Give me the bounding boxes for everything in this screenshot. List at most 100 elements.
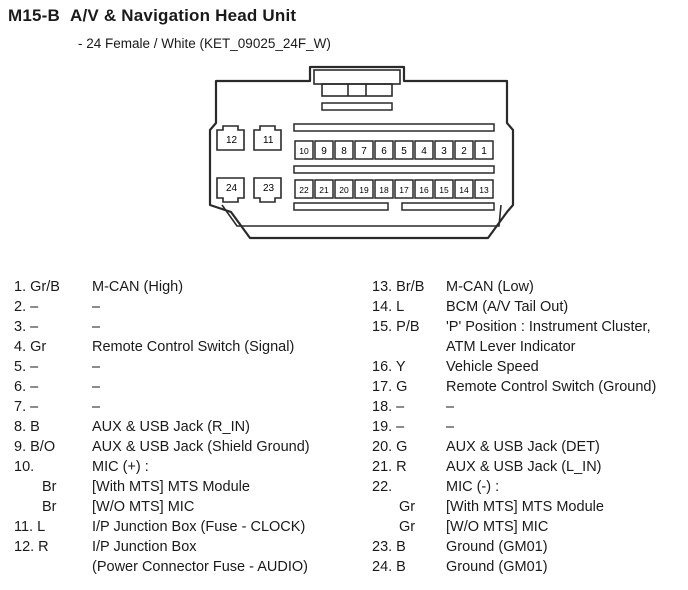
pin-description: Ground (GM01) bbox=[446, 539, 548, 555]
terminal-label: 7 bbox=[361, 146, 367, 157]
terminal-4: 4 bbox=[414, 140, 434, 160]
cavity-12: 12 bbox=[216, 125, 245, 151]
pin-row: 24. B Ground (GM01) bbox=[372, 557, 684, 577]
cavity-label: 24 bbox=[226, 183, 238, 194]
pin-description: (Power Connector Fuse - AUDIO) bbox=[92, 559, 308, 575]
pin-row: 5. –– bbox=[14, 357, 364, 377]
pin-description: M-CAN (Low) bbox=[446, 279, 534, 295]
pin-row: Br [W/O MTS] MIC bbox=[14, 497, 364, 517]
pin-row: 23. B Ground (GM01) bbox=[372, 537, 684, 557]
pin-number: 19. – bbox=[372, 419, 405, 435]
pin-row: Gr [With MTS] MTS Module bbox=[372, 497, 684, 517]
wire-color: Gr bbox=[399, 499, 416, 515]
terminal-label: 6 bbox=[381, 146, 387, 157]
pin-row: 10.MIC (+) : bbox=[14, 457, 364, 477]
guide-slot bbox=[293, 202, 389, 211]
guide-slot bbox=[293, 165, 495, 174]
pin-number: 11. L bbox=[14, 519, 46, 535]
pin-number: 14. L bbox=[372, 299, 405, 315]
terminal-label: 21 bbox=[319, 185, 329, 195]
pin-number: 13. Br/B bbox=[372, 279, 425, 295]
pin-row: Gr[W/O MTS] MIC bbox=[372, 517, 684, 537]
pin-description: – bbox=[446, 419, 455, 435]
pin-number: 15. P/B bbox=[372, 319, 420, 335]
terminal-13: 13 bbox=[474, 179, 494, 199]
terminal-16: 16 bbox=[414, 179, 434, 199]
pin-row: Br [With MTS] MTS Module bbox=[14, 477, 364, 497]
terminal-label: 3 bbox=[441, 146, 447, 157]
guide-slot bbox=[293, 123, 495, 132]
pin-description: MIC (+) : bbox=[92, 459, 149, 475]
pin-description: [W/O MTS] MIC bbox=[446, 519, 549, 535]
cavity-23: 23 bbox=[253, 177, 282, 203]
terminal-label: 9 bbox=[321, 146, 327, 157]
terminal-label: 13 bbox=[479, 185, 489, 195]
pin-row: 11. L I/P Junction Box (Fuse - CLOCK) bbox=[14, 517, 364, 537]
pin-row: (Power Connector Fuse - AUDIO) bbox=[14, 557, 364, 577]
lock-tab-inner bbox=[321, 83, 393, 97]
pin-number: 17. G bbox=[372, 379, 408, 395]
pin-number: 2. – bbox=[14, 299, 39, 315]
terminal-20: 20 bbox=[334, 179, 354, 199]
terminal-label: 8 bbox=[341, 146, 347, 157]
pin-description: – bbox=[92, 319, 101, 335]
pin-number: 9. B/O bbox=[14, 439, 56, 455]
wire-color: Br bbox=[42, 479, 57, 495]
pin-row: 19. – – bbox=[372, 417, 684, 437]
terminal-9: 9 bbox=[314, 140, 334, 160]
terminal-15: 15 bbox=[434, 179, 454, 199]
pin-description: ATM Lever Indicator bbox=[446, 339, 576, 355]
pin-description: [W/O MTS] MIC bbox=[92, 499, 195, 515]
pin-description: AUX & USB Jack (DET) bbox=[446, 439, 600, 455]
pin-number: 12. R bbox=[14, 539, 49, 555]
terminal-7: 7 bbox=[354, 140, 374, 160]
connector-code: M15-B bbox=[8, 6, 61, 25]
pin-row: 15. P/B 'P' Position : Instrument Cluster… bbox=[372, 317, 684, 337]
pin-row: 18. –– bbox=[372, 397, 684, 417]
wire-color: Br bbox=[42, 499, 57, 515]
pin-description: I/P Junction Box (Fuse - CLOCK) bbox=[92, 519, 306, 535]
terminal-label: 2 bbox=[461, 146, 467, 157]
pin-description: [With MTS] MTS Module bbox=[446, 499, 604, 515]
pin-description: – bbox=[446, 399, 455, 415]
pin-description: Ground (GM01) bbox=[446, 559, 548, 575]
terminal-1: 1 bbox=[474, 140, 494, 160]
pin-description: – bbox=[92, 359, 101, 375]
pin-row: 21. R AUX & USB Jack (L_IN) bbox=[372, 457, 684, 477]
pin-number: 24. B bbox=[372, 559, 406, 575]
pin-row: 2. –– bbox=[14, 297, 364, 317]
pin-row: 13. Br/B M-CAN (Low) bbox=[372, 277, 684, 297]
pin-description: – bbox=[92, 379, 101, 395]
pin-description: AUX & USB Jack (Shield Ground) bbox=[92, 439, 310, 455]
pin-number: 21. R bbox=[372, 459, 407, 475]
pin-number: 23. B bbox=[372, 539, 406, 555]
pin-row: 22.MIC (-) : bbox=[372, 477, 684, 497]
cavity-label: 12 bbox=[226, 135, 238, 146]
pin-row: 9. B/O AUX & USB Jack (Shield Ground) bbox=[14, 437, 364, 457]
pin-description: MIC (-) : bbox=[446, 479, 500, 495]
pin-description: Remote Control Switch (Signal) bbox=[92, 339, 295, 355]
terminal-label: 14 bbox=[459, 185, 469, 195]
terminal-3: 3 bbox=[434, 140, 454, 160]
pin-description: [With MTS] MTS Module bbox=[92, 479, 250, 495]
connector-spec: - 24 Female / White (KET_09025_24F_W) bbox=[78, 36, 331, 51]
terminal-10: 10 bbox=[294, 140, 314, 160]
pin-description: 'P' Position : Instrument Cluster, bbox=[446, 319, 651, 335]
terminal-label: 17 bbox=[399, 185, 409, 195]
terminal-label: 19 bbox=[359, 185, 369, 195]
terminal-label: 10 bbox=[299, 146, 309, 156]
terminal-8: 8 bbox=[334, 140, 354, 160]
pin-number: 7. – bbox=[14, 399, 39, 415]
cavity-11: 11 bbox=[253, 125, 282, 151]
pin-number: 8. B bbox=[14, 419, 40, 435]
pin-number: 6. – bbox=[14, 379, 39, 395]
pin-description: AUX & USB Jack (L_IN) bbox=[446, 459, 602, 475]
unit-name: A/V & Navigation Head Unit bbox=[70, 6, 297, 25]
